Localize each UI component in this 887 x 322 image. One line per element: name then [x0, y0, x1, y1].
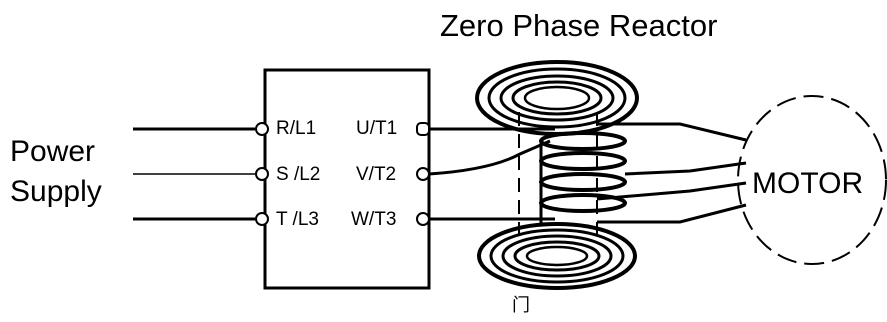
- figure-mark: 门: [512, 295, 530, 315]
- terminal-t-l3: [255, 212, 269, 226]
- reactor-coils: [539, 131, 627, 224]
- motor-label: MOTOR: [752, 167, 864, 200]
- output-wires-to-reactor: [428, 127, 555, 221]
- power-supply-label-line1: Power: [10, 135, 96, 168]
- terminal-r-l1: [255, 122, 269, 136]
- output-terminal-label-w: W/T3: [351, 209, 397, 230]
- power-supply-label-line2: Supply: [10, 175, 102, 208]
- terminal-w-t3: [416, 212, 430, 226]
- output-wires-to-motor: [596, 122, 747, 224]
- input-terminal-label-t: T /L3: [276, 209, 319, 230]
- motor-outline: [737, 95, 887, 265]
- input-terminal-label-r: R/L1: [276, 118, 317, 139]
- terminal-u-t1: [416, 122, 430, 136]
- diagram-title: Zero Phase Reactor: [440, 8, 718, 43]
- input-terminal-label-s: S /L2: [276, 164, 321, 185]
- output-terminal-label-v: V/T2: [356, 164, 397, 185]
- terminal-s-l2: [255, 167, 269, 181]
- output-terminal-label-u: U/T1: [356, 118, 398, 139]
- reactor-bottom-rings: [477, 222, 637, 290]
- terminal-v-t2: [416, 167, 430, 181]
